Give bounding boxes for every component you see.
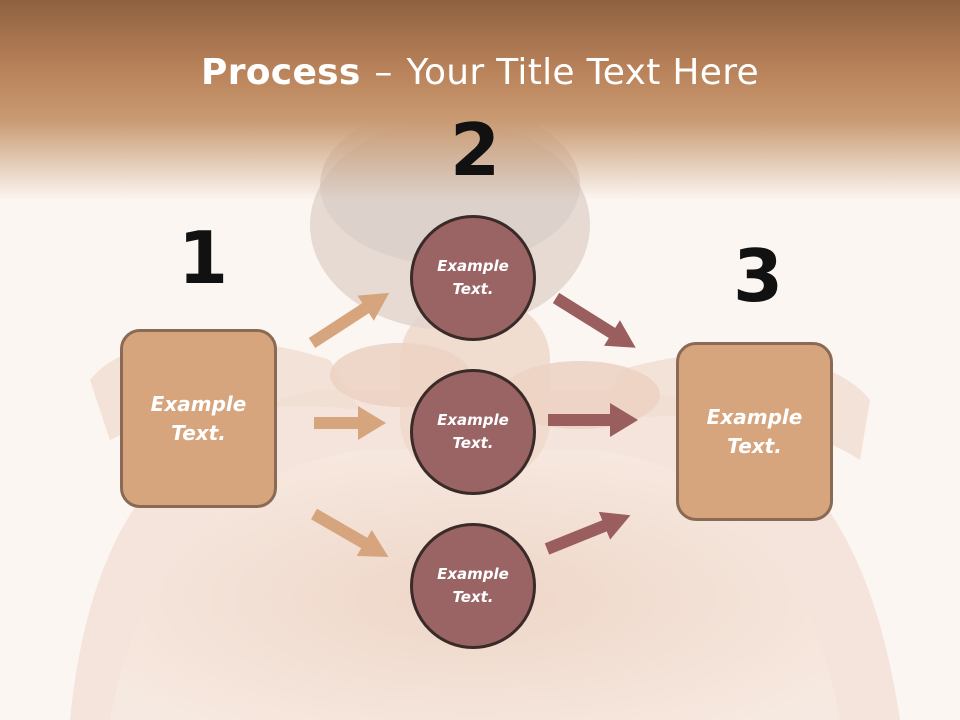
title-rest: Your Title Text Here [406,52,759,93]
arrow-to-top-circle [308,292,390,349]
step-2-circle-middle: Example Text. [410,369,536,495]
step-number-1: 1 [178,216,229,300]
step-2-circle-bottom: Example Text. [410,523,536,649]
left-arrows [308,292,390,557]
title-bold: Process [201,52,361,93]
arrow-from-middle-circle [548,403,638,437]
right-arrows [544,292,638,555]
arrow-to-bottom-circle [311,508,389,557]
arrow-from-top-circle [552,292,636,348]
step-2-circle-bottom-text: Example Text. [437,564,509,606]
step-3-text: Example Text. [706,404,803,458]
title-separator: – [374,52,393,93]
step-2-circle-middle-text: Example Text. [437,410,509,452]
arrow-to-middle-circle [314,406,386,440]
step-2-circle-top: Example Text. [410,215,536,341]
slide-title: Process – Your Title Text Here [0,52,960,93]
arrow-from-bottom-circle [544,511,631,555]
step-1-text: Example Text. [150,391,247,445]
step-1-box: Example Text. [120,329,277,508]
step-2-circle-top-text: Example Text. [437,256,509,298]
header-band [0,0,960,200]
step-number-2: 2 [450,108,501,192]
step-3-box: Example Text. [676,342,833,521]
step-number-3: 3 [733,234,784,318]
